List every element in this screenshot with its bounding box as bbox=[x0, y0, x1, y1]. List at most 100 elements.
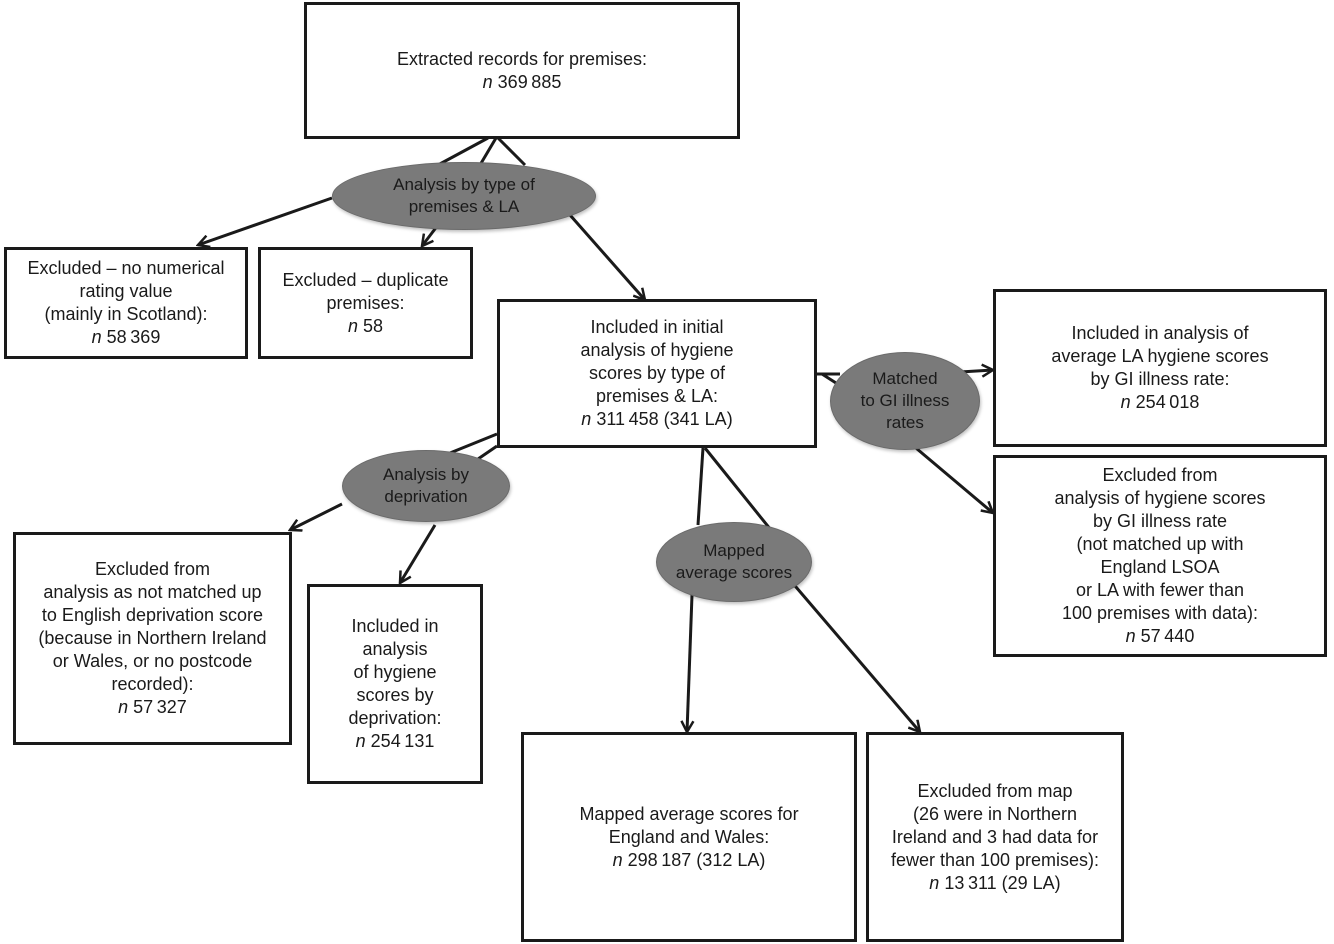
n-value: 311 458 (341 LA) bbox=[591, 409, 733, 429]
node-text-line: analysis as not matched up bbox=[43, 582, 262, 602]
node-text-line: premises & LA: bbox=[595, 386, 719, 406]
n-value: 369 885 bbox=[492, 71, 562, 92]
decision-text-line: Mapped bbox=[703, 541, 765, 560]
node-text-line: or LA with fewer than bbox=[1075, 580, 1245, 600]
arrow-to-excluded-no-rating bbox=[198, 196, 333, 245]
node-text-line: Included in analysis of bbox=[1071, 323, 1249, 343]
node-text-line: (26 were in Northern bbox=[912, 803, 1078, 824]
node-text-line: (because in Northern Ireland bbox=[38, 628, 267, 648]
decision-content: Analysis by deprivation bbox=[383, 464, 469, 508]
node-count: n 58 369 bbox=[27, 326, 224, 349]
node-text-line: Excluded from map bbox=[917, 780, 1073, 801]
node-text-line: Included in bbox=[351, 616, 439, 636]
connector-extracted-to-type-3 bbox=[496, 136, 527, 167]
node-count: n 254 018 bbox=[1051, 391, 1268, 414]
decision-text-line: rates bbox=[886, 413, 924, 432]
node-text-line: Excluded – duplicate bbox=[282, 269, 449, 290]
node-text-line: 100 premises with data): bbox=[1061, 603, 1259, 623]
node-text-line: analysis of hygiene bbox=[580, 340, 734, 360]
node-text-line: England and Wales: bbox=[608, 826, 770, 847]
n-prefix: n bbox=[581, 409, 592, 429]
decision-content: Matched to GI illness rates bbox=[861, 368, 950, 434]
node-text-line: premises: bbox=[326, 292, 405, 313]
node-count: n 298 187 (312 LA) bbox=[579, 849, 798, 872]
arrow-to-mapped bbox=[687, 594, 692, 732]
node-count: n 311 458 (341 LA) bbox=[580, 408, 733, 431]
node-included-deprivation: Included in analysis of hygiene scores by de… bbox=[307, 584, 483, 784]
node-text-line: (not matched up with bbox=[1076, 534, 1244, 554]
n-value: 58 369 bbox=[101, 327, 161, 347]
node-text-line: analysis bbox=[362, 639, 428, 659]
connector-initial-to-mapped-2 bbox=[703, 447, 777, 536]
node-text-line: scores by bbox=[356, 685, 434, 705]
node-text-line: by GI illness rate bbox=[1092, 511, 1228, 531]
arrow-to-included-deprivation bbox=[400, 524, 437, 583]
node-content: Extracted records for premises:n 369 885 bbox=[397, 48, 647, 94]
node-text-line: Excluded from bbox=[1102, 465, 1218, 485]
decision-text-line: Matched bbox=[872, 369, 938, 388]
decision-text-line: deprivation bbox=[384, 487, 468, 506]
n-prefix: n bbox=[482, 71, 493, 92]
node-text-line: rating value bbox=[79, 281, 173, 301]
n-prefix: n bbox=[347, 315, 358, 336]
n-prefix: n bbox=[355, 731, 366, 751]
arrow-to-included-initial bbox=[568, 214, 645, 300]
node-count: n 369 885 bbox=[397, 71, 647, 94]
decision-gi: Matched to GI illness rates bbox=[830, 352, 980, 450]
node-count: n 57 327 bbox=[38, 696, 266, 719]
n-value: 254 131 bbox=[365, 731, 435, 751]
connector-initial-to-mapped bbox=[696, 447, 705, 526]
node-text-line: (mainly in Scotland): bbox=[44, 304, 208, 324]
arrow-to-excluded-deprivation bbox=[290, 502, 343, 530]
decision-text-line: premises & LA bbox=[408, 197, 520, 216]
n-value: 57 440 bbox=[1135, 626, 1195, 646]
node-text-line: England LSOA bbox=[1100, 557, 1220, 577]
node-text-line: analysis of hygiene scores bbox=[1054, 488, 1266, 508]
connector-initial-to-gi-2 bbox=[821, 372, 837, 385]
node-text-line: of hygiene bbox=[353, 662, 437, 682]
n-value: 298 187 (312 LA) bbox=[622, 849, 766, 870]
n-prefix: n bbox=[612, 849, 623, 870]
node-count: n 13 311 (29 LA) bbox=[891, 872, 1099, 895]
n-value: 254 018 bbox=[1130, 392, 1200, 412]
node-text-line: fewer than 100 premises): bbox=[890, 849, 1100, 870]
decision-text-line: Analysis by type of bbox=[393, 175, 535, 194]
node-count: n 57 440 bbox=[1054, 625, 1265, 648]
node-text-line: Excluded from bbox=[94, 559, 211, 579]
node-text-line: Included in initial bbox=[590, 317, 724, 337]
node-text-line: or Wales, or no postcode bbox=[52, 651, 253, 671]
node-count: n 58 bbox=[282, 315, 448, 338]
decision-text-line: Analysis by bbox=[383, 465, 469, 484]
n-value: 58 bbox=[357, 315, 384, 336]
node-text-line: recorded): bbox=[111, 674, 194, 694]
node-text-line: Mapped average scores for bbox=[579, 803, 799, 824]
arrow-to-excluded-map bbox=[788, 579, 920, 732]
node-text-line: deprivation: bbox=[348, 708, 442, 728]
n-value: 57 327 bbox=[128, 697, 187, 717]
node-count: n 254 131 bbox=[348, 730, 441, 753]
decision-text-line: to GI illness bbox=[860, 391, 950, 410]
node-content: Excluded from analysis of hygiene scores b… bbox=[1054, 464, 1265, 648]
decision-deprivation: Analysis by deprivation bbox=[342, 450, 510, 522]
node-text-line: to English deprivation score bbox=[41, 605, 264, 625]
node-text-line: Ireland and 3 had data for bbox=[891, 826, 1099, 847]
node-content: Included in analysis of hygiene scores by de… bbox=[348, 615, 441, 753]
n-prefix: n bbox=[929, 872, 940, 893]
decision-content: Analysis by type of premises & LA bbox=[393, 174, 535, 218]
n-prefix: n bbox=[91, 327, 102, 347]
node-excluded-gi: Excluded from analysis of hygiene scores b… bbox=[993, 455, 1327, 657]
n-prefix: n bbox=[1125, 626, 1136, 646]
